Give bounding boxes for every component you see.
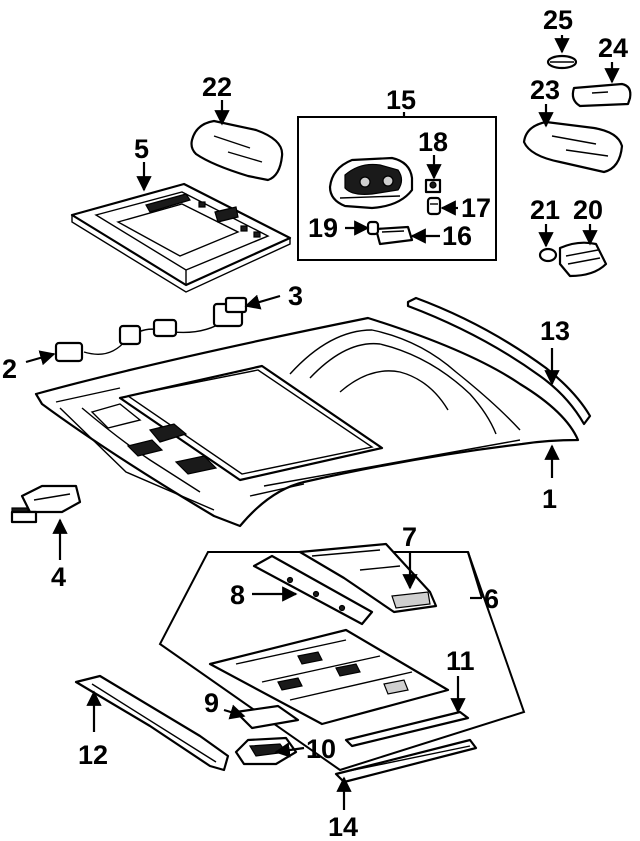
- leader-10: [274, 742, 305, 758]
- callout-20: 20: [573, 195, 603, 225]
- dome-lamp-housing[interactable]: [328, 156, 414, 210]
- bulb-18[interactable]: [424, 178, 442, 194]
- callout-24: 24: [598, 33, 628, 63]
- leader-3: [244, 294, 281, 310]
- callout-14: 14: [328, 812, 358, 841]
- trim-strip-14[interactable]: [334, 738, 478, 784]
- socket-17[interactable]: [426, 196, 442, 216]
- insulation-pad-7[interactable]: [298, 542, 438, 614]
- bulb-19[interactable]: [366, 220, 380, 236]
- callout-2: 2: [2, 354, 17, 384]
- vanity-lamp-lens-20[interactable]: [558, 241, 608, 278]
- bracket-8[interactable]: [252, 554, 374, 626]
- sun-visor-left[interactable]: [190, 119, 284, 182]
- callout-10: 10: [306, 734, 336, 764]
- callout-19: 19: [308, 213, 338, 243]
- callout-9: 9: [204, 688, 219, 718]
- sun-visor-right[interactable]: [522, 120, 624, 174]
- callout-15: 15: [386, 85, 416, 115]
- callout-18: 18: [418, 127, 448, 157]
- callout-7: 7: [402, 522, 417, 552]
- callout-1: 1: [542, 484, 557, 514]
- bulb-21[interactable]: [538, 247, 558, 263]
- callout-8: 8: [230, 580, 245, 610]
- leader-9: [223, 704, 246, 720]
- wire-harness-3[interactable]: [83, 296, 248, 355]
- visor-lamp-cover-24[interactable]: [571, 82, 632, 108]
- bulb-25[interactable]: [546, 54, 578, 70]
- callout-23: 23: [530, 75, 560, 105]
- roof-headliner-1[interactable]: [34, 316, 580, 528]
- callout-3: 3: [288, 281, 303, 311]
- callout-21: 21: [530, 195, 560, 225]
- leader-2: [25, 350, 56, 366]
- callout-11: 11: [446, 646, 475, 676]
- roof-molding-13[interactable]: [406, 296, 592, 426]
- sunroof-housing-frame[interactable]: [70, 182, 292, 293]
- callout-25: 25: [543, 5, 573, 35]
- connector-2[interactable]: [54, 341, 84, 363]
- callout-16: 16: [442, 221, 472, 251]
- callout-4: 4: [51, 562, 66, 592]
- trim-strip-11[interactable]: [344, 710, 470, 748]
- insulation-group-box: [158, 551, 526, 772]
- callout-6: 6: [484, 584, 499, 614]
- pad-9[interactable]: [234, 704, 300, 730]
- callout-5: 5: [134, 134, 149, 164]
- callout-13: 13: [540, 316, 570, 346]
- dome-lamp-group-box: [297, 116, 497, 261]
- callout-12: 12: [78, 740, 108, 770]
- trim-strip-12[interactable]: [74, 674, 230, 772]
- visor-holder-4[interactable]: [10, 484, 82, 524]
- lens-16[interactable]: [374, 225, 414, 246]
- callout-22: 22: [202, 72, 232, 102]
- insulation-panel[interactable]: [208, 628, 450, 726]
- callout-17: 17: [461, 193, 491, 223]
